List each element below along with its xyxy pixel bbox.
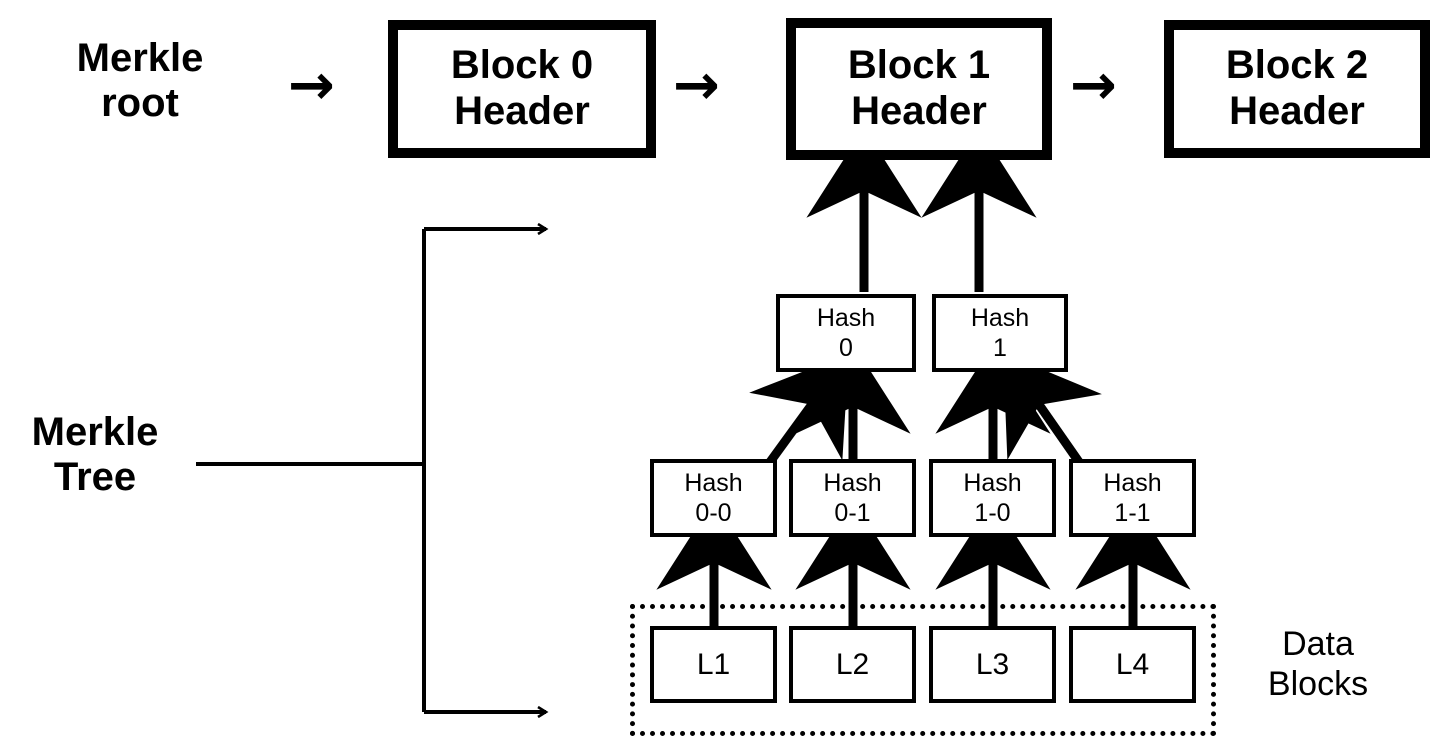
data-block-l4[interactable]: L4 <box>1069 626 1196 703</box>
hash-0-node[interactable]: Hash 0 <box>776 294 916 372</box>
merkle-tree-bracket <box>196 229 546 712</box>
merkle-tree-label: Merkle Tree <box>31 410 159 499</box>
data-blocks-group <box>630 604 1216 736</box>
data-block-l2[interactable]: L2 <box>789 626 916 703</box>
chain-arrow-icon-0: → <box>288 53 335 118</box>
block-2-header[interactable]: Block 2 Header <box>1164 20 1430 158</box>
hash-0-0-node[interactable]: Hash 0-0 <box>650 459 777 537</box>
arrow-hash11-to-hash1 <box>1003 353 1102 465</box>
block-1-header[interactable]: Block 1 Header <box>786 18 1052 160</box>
hash-1-node[interactable]: Hash 1 <box>932 294 1068 372</box>
merkle-root-label: Merkle root <box>76 36 204 125</box>
hash-0-1-node[interactable]: Hash 0-1 <box>789 459 916 537</box>
chain-arrow-icon-1: → <box>673 53 720 118</box>
data-block-l3[interactable]: L3 <box>929 626 1056 703</box>
arrow-hash00-to-hash0 <box>749 353 849 465</box>
chain-arrow-icon-2: → <box>1070 53 1117 118</box>
hash-1-1-node[interactable]: Hash 1-1 <box>1069 459 1196 537</box>
hash-1-0-node[interactable]: Hash 1-0 <box>929 459 1056 537</box>
block-0-header[interactable]: Block 0 Header <box>388 20 656 158</box>
data-block-l1[interactable]: L1 <box>650 626 777 703</box>
data-blocks-label: Data Blocks <box>1267 625 1369 704</box>
